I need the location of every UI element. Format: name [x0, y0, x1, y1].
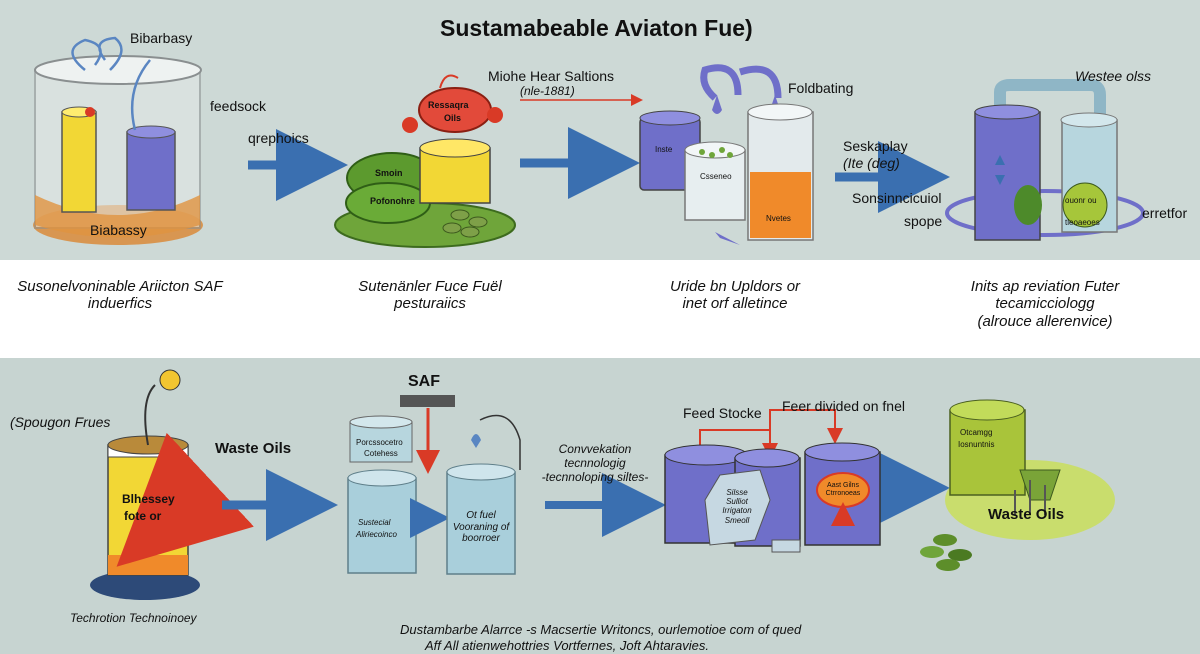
- label-sust-tank-2: Aliriecoinco: [356, 530, 397, 539]
- label-foldbating: Foldbating: [788, 80, 854, 96]
- label-orange-2: Ctrronoeas: [825, 490, 861, 498]
- label-spope: spope: [904, 213, 943, 229]
- label-mid-2: Sulliot: [726, 497, 748, 507]
- label-orange: Aast Gilns Ctrronoeas: [818, 482, 868, 498]
- label-feed-stocke: Feed Stocke: [683, 405, 762, 421]
- caption-3-line-1: Uride bn Upldors or: [669, 278, 801, 295]
- label-ring-2: Iosnuntnis: [958, 440, 995, 449]
- label-westee-oils: Westee olss: [1075, 68, 1151, 84]
- label-conversion: Convvekation tecnnologig -tecnnoloping s…: [525, 442, 665, 484]
- label-heat-solutions-sub: (nle-1881): [520, 84, 575, 98]
- label-feer-divided: Feer divided on fnel: [782, 398, 905, 414]
- label-mid-4: Smeoll: [724, 515, 750, 525]
- label-mid-1: Silsse: [726, 488, 748, 497]
- label-sensincicul: Sonsinncicuiol: [852, 190, 942, 206]
- label-biomass-top: Bibarbasy: [130, 30, 193, 46]
- label-feedstock: feedsock: [210, 98, 267, 114]
- caption-2-line-2: pesturaiics: [394, 295, 466, 313]
- waste-oil-barrel: [90, 369, 254, 600]
- saf-tanks: [347, 395, 521, 575]
- page-title: Sustamabeable Aviaton Fue): [440, 15, 753, 41]
- label-conv-2: tecnnologig: [564, 455, 626, 470]
- caption-3-line-2: inet orf alletince: [682, 295, 788, 313]
- label-waste-oils-2: Waste Oils: [988, 506, 1065, 523]
- caption-4: Inits ap reviation Futer tecamicciologg …: [945, 278, 1145, 330]
- label-sust-tank-1: Sustecial: [358, 518, 391, 527]
- caption-1-line-1: Susonelvoninable Ariicton SAF: [17, 278, 223, 295]
- waste-oil-tanks: [945, 79, 1145, 241]
- caption-1: Susonelvoninable Ariicton SAF induerfics: [10, 278, 230, 313]
- label-inste: Inste: [655, 145, 673, 154]
- footer-line-1: Dustambarbe Alarrce -s Macsertie Writonc…: [400, 622, 802, 637]
- label-fuel-3: boorroer: [462, 533, 500, 544]
- feedstock-plants: [334, 74, 516, 248]
- label-small-tank-1: Porcssocetro: [356, 438, 403, 447]
- label-barrel-2: fote or: [124, 509, 162, 523]
- label-seskaplay-sub: (Ite (deg): [843, 155, 900, 171]
- waste-oil-ring: [920, 399, 1115, 571]
- label-oils-1: Ressaqra: [428, 100, 469, 110]
- caption-4-line-2: tecamicciologg: [995, 295, 1095, 313]
- caption-1-line-2: induerfics: [87, 295, 153, 313]
- label-spougon: (Spougon Frues: [10, 414, 111, 430]
- caption-4-line-3: (alrouce allerenvice): [977, 312, 1113, 330]
- label-fuel: Ot fuel Vooraning of boorroer: [448, 510, 514, 545]
- feedstock-division-tanks: [664, 409, 881, 553]
- label-smoln: Smoin: [375, 168, 403, 178]
- label-mid-3: Irrigaton: [722, 506, 752, 516]
- label-erretfor: erretfor: [1142, 205, 1188, 221]
- label-saf: SAF: [408, 373, 440, 390]
- caption-2: Sutenänler Fuce Fuël pesturaiics: [330, 278, 530, 313]
- biomass-container: [33, 36, 203, 245]
- caption-3: Uride bn Upldors or inet orf alletince: [640, 278, 830, 313]
- label-pofenolive: Pofonohre: [370, 196, 415, 206]
- label-tank-2: tleoaeoes: [1065, 218, 1100, 227]
- label-center-tank: Csseneo: [700, 172, 732, 181]
- label-nvetes: Nvetes: [766, 214, 791, 223]
- footer-line-2: Aff All atienwehottries Vortfernes, Joft…: [425, 638, 709, 653]
- label-tank-1: ouonr ou: [1065, 196, 1097, 205]
- label-waste-oils: Waste Oils: [215, 440, 292, 457]
- label-fuel-2: Vooraning of: [452, 521, 510, 533]
- label-conv-1: Convvekation: [558, 442, 632, 456]
- label-conv-3: -tecnnoloping siltes-: [541, 469, 649, 484]
- label-mid-tank: Silsse Sulliot Irrigaton Smeoll: [712, 488, 762, 525]
- label-orange-1: Aast Gilns: [827, 482, 859, 489]
- label-heat-solutions: Miohe Hear Saltions: [488, 68, 615, 84]
- caption-2-line-1: Sutenänler Fuce Fuël: [358, 278, 502, 295]
- label-biomass-base: Biabassy: [90, 222, 147, 238]
- label-oils-2: Oils: [444, 113, 462, 123]
- processing-tanks: [639, 64, 814, 245]
- label-barrel-1: Blhessey: [122, 492, 175, 506]
- label-seskaplay: Seskaplay: [843, 138, 908, 154]
- label-ring-1: Otcamgg: [960, 428, 993, 437]
- label-fuel-1: Ot fuel: [466, 510, 496, 521]
- label-small-tank-2: Cotehess: [364, 449, 398, 458]
- caption-band: [0, 260, 1200, 358]
- label-tech: Techrotion Technoinoey: [70, 611, 197, 625]
- caption-4-line-1: Inits ap reviation Futer: [970, 278, 1120, 295]
- label-qrephoics: qrephoics: [248, 130, 309, 146]
